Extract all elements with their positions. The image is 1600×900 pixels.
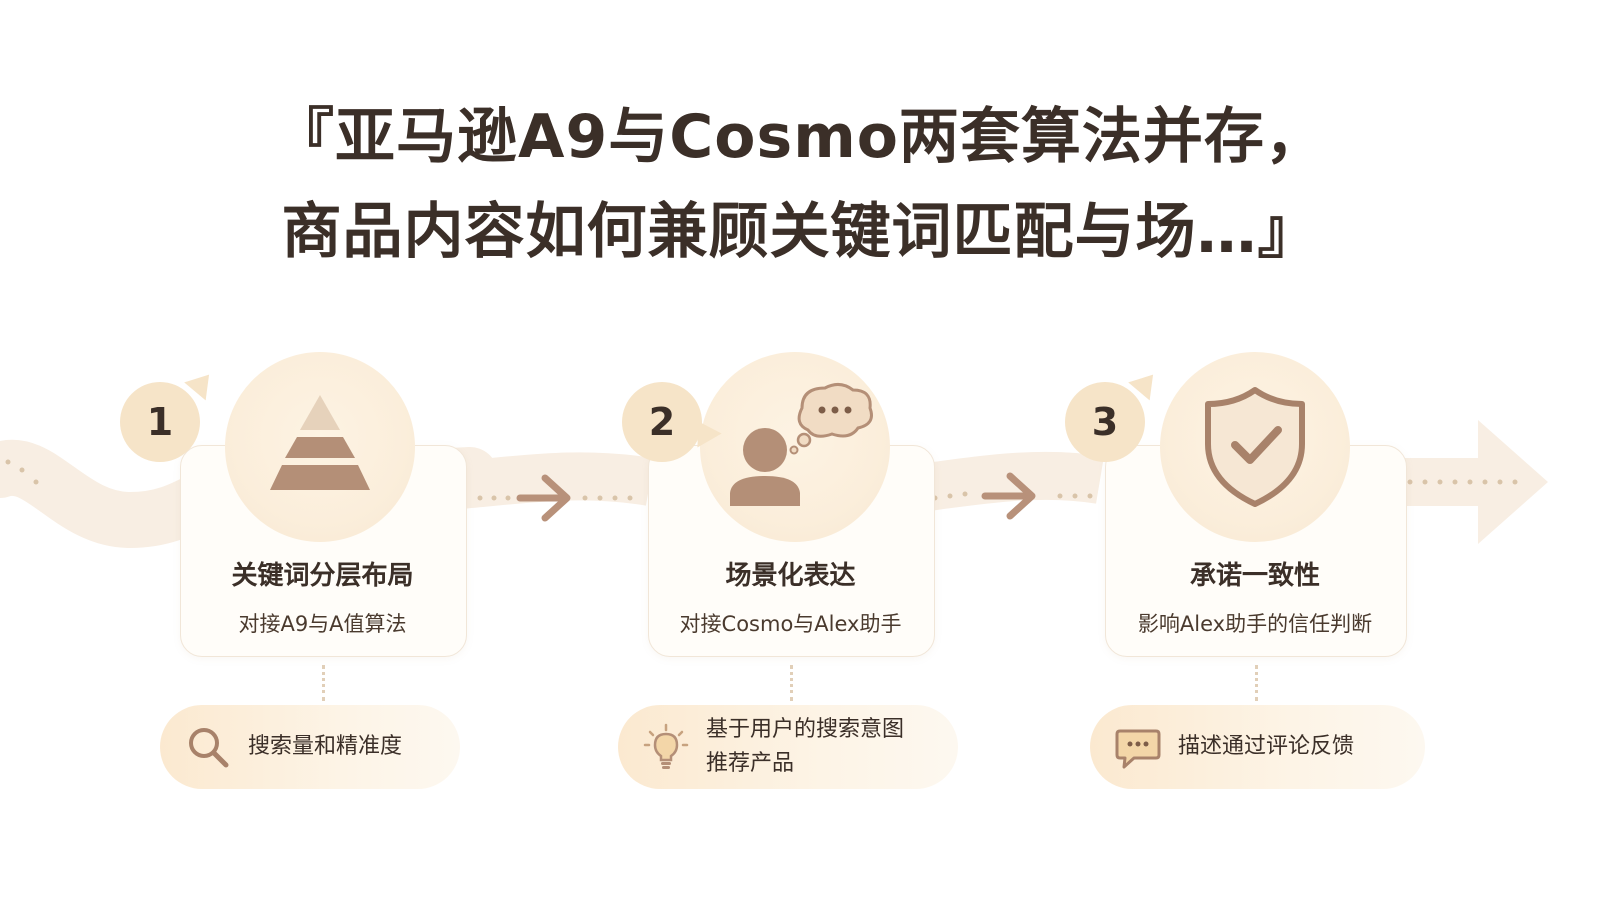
arrow-right-icon (981, 472, 1036, 520)
step-number: 1 (120, 382, 200, 462)
step-number: 2 (622, 382, 702, 462)
person-thought-icon (730, 383, 873, 506)
page-title: 『亚马逊A9与Cosmo两套算法并存， 商品内容如何兼顾关键词匹配与场…』 (0, 90, 1600, 280)
chat-bubble-icon (1115, 729, 1161, 769)
pill-text: 描述通过评论反馈 (1178, 734, 1355, 759)
pill-line: 推荐产品 (706, 751, 795, 776)
pill-text: 基于用户的搜索意图 推荐产品 (706, 713, 904, 781)
connector-dots (1255, 665, 1258, 701)
step-title: 场景化表达 (725, 561, 856, 591)
connector-dots (790, 665, 793, 701)
pyramid-icon (270, 395, 370, 490)
step-number: 3 (1065, 382, 1145, 462)
info-pill: 基于用户的搜索意图 推荐产品 (618, 705, 958, 789)
step-subtitle: 影响Alex助手的信任判断 (1137, 612, 1373, 636)
step-subtitle: 对接A9与A值算法 (238, 612, 407, 636)
lightbulb-icon (643, 723, 689, 769)
pill-line: 基于用户的搜索意图 (706, 717, 905, 742)
arrow-right-icon (516, 474, 571, 522)
step-title: 关键词分层布局 (231, 561, 414, 591)
pill-text: 搜索量和精准度 (248, 734, 403, 759)
info-pill: 描述通过评论反馈 (1090, 705, 1425, 789)
step-subtitle: 对接Cosmo与Alex助手 (679, 612, 902, 636)
info-pill: 搜索量和精准度 (160, 705, 460, 789)
step-title: 承诺一致性 (1189, 561, 1320, 591)
search-icon (189, 728, 229, 768)
title-line-2: 商品内容如何兼顾关键词匹配与场…』 (281, 197, 1319, 267)
connector-dots (322, 665, 325, 701)
title-line-1: 『亚马逊A9与Cosmo两套算法并存， (274, 102, 1326, 172)
shield-check-icon (1205, 387, 1305, 507)
